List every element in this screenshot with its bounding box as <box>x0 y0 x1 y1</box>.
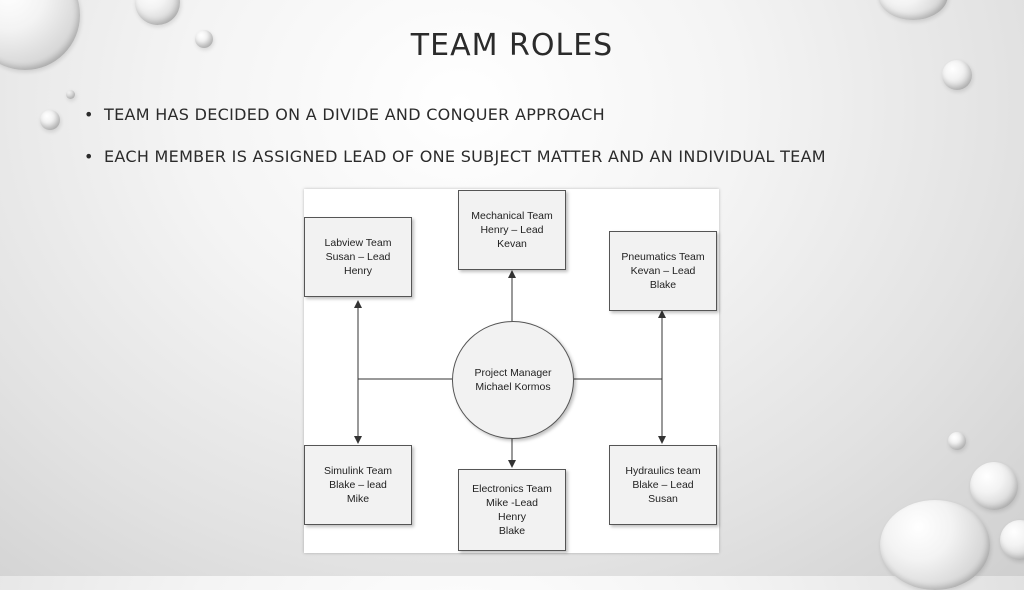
labview-team-lead: Susan – Lead <box>325 251 391 263</box>
mechanical-team-lead: Henry – Lead <box>480 224 544 236</box>
bullet-item: • EACH MEMBER IS ASSIGNED LEAD OF ONE SUB… <box>84 147 826 166</box>
pneumatics-team-name: Pneumatics Team <box>621 251 705 263</box>
org-chart-diagram: Labview Team Susan – Lead Henry Mechanic… <box>304 189 719 553</box>
water-drop-decoration <box>878 0 948 20</box>
hydraulics-team-lead: Blake – Lead <box>632 479 694 491</box>
bullet-item: • TEAM HAS DECIDED ON A DIVIDE AND CONQUE… <box>84 105 605 124</box>
bullet-text: EACH MEMBER IS ASSIGNED LEAD OF ONE SUBJ… <box>104 147 826 166</box>
electronics-team-member: Henry <box>497 511 526 523</box>
hydraulics-team-name: Hydraulics team <box>625 465 701 477</box>
project-manager-name: Michael Kormos <box>475 381 551 393</box>
mechanical-team-member: Kevan <box>497 238 527 250</box>
water-drop-decoration <box>880 500 990 590</box>
pneumatics-team-lead: Kevan – Lead <box>630 265 696 277</box>
project-manager-circle: Project Manager Michael Kormos <box>452 321 574 439</box>
water-drop-decoration <box>948 432 966 450</box>
hydraulics-team-member: Susan <box>648 493 678 505</box>
water-drop-decoration <box>970 462 1018 510</box>
project-manager-role: Project Manager <box>474 367 552 379</box>
mechanical-team-box: Mechanical Team Henry – Lead Kevan <box>458 190 566 270</box>
simulink-team-name: Simulink Team <box>323 465 393 477</box>
bullet-glyph: • <box>84 105 94 124</box>
electronics-team-member: Blake <box>498 525 526 537</box>
labview-team-member: Henry <box>343 265 372 277</box>
electronics-team-box: Electronics Team Mike -Lead Henry Blake <box>458 469 566 551</box>
electronics-team-lead: Mike -Lead <box>486 497 538 509</box>
labview-team-box: Labview Team Susan – Lead Henry <box>304 217 412 297</box>
mechanical-team-name: Mechanical Team <box>471 210 553 222</box>
pneumatics-team-box: Pneumatics Team Kevan – Lead Blake <box>609 231 717 311</box>
water-drop-decoration <box>135 0 180 25</box>
simulink-team-lead: Blake – lead <box>329 479 387 491</box>
pneumatics-team-member: Blake <box>649 279 677 291</box>
labview-team-name: Labview Team <box>324 237 392 249</box>
water-drop-decoration <box>40 110 60 130</box>
bullet-text: TEAM HAS DECIDED ON A DIVIDE AND CONQUER… <box>104 105 605 124</box>
water-drop-decoration <box>1000 520 1024 560</box>
water-drop-decoration <box>195 30 213 48</box>
hydraulics-team-box: Hydraulics team Blake – Lead Susan <box>609 445 717 525</box>
connector-layer <box>354 270 666 468</box>
simulink-team-member: Mike <box>346 493 370 505</box>
water-drop-decoration <box>942 60 972 90</box>
simulink-team-box: Simulink Team Blake – lead Mike <box>304 445 412 525</box>
electronics-team-name: Electronics Team <box>472 483 552 495</box>
water-drop-decoration <box>66 90 75 99</box>
slide-title: TEAM ROLES <box>410 28 614 63</box>
bullet-glyph: • <box>84 147 94 166</box>
